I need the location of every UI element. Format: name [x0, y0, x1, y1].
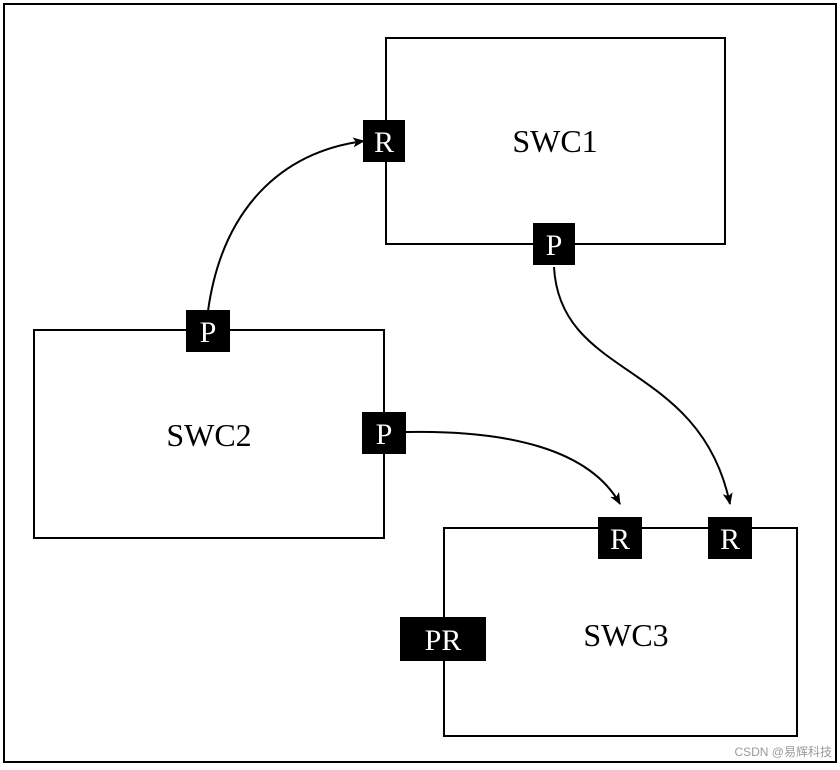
port-swc2-p-right-box [362, 412, 406, 454]
swc1-label: SWC1 [512, 123, 597, 159]
port-swc1-p-label: P [546, 229, 563, 262]
port-swc3-pr-label: PR [425, 624, 462, 657]
port-swc3-r-left-box [598, 517, 642, 559]
port-swc3-r-left-label: R [610, 523, 630, 556]
swc3-label: SWC3 [583, 617, 668, 653]
swc2-label: SWC2 [166, 417, 251, 453]
connector-swc2-to-swc3 [405, 430, 621, 505]
connector-swc1-to-swc3 [553, 266, 733, 505]
port-swc2-p-top-box [186, 310, 230, 352]
outer-frame [3, 3, 837, 763]
port-swc1-r-label: R [374, 126, 394, 159]
watermark-text: CSDN @易辉科技 [734, 745, 832, 759]
port-swc1-p-box [533, 223, 575, 265]
port-swc2-p-right-label: P [376, 418, 393, 451]
port-swc3-r-right-box [708, 517, 752, 559]
port-swc2-p-top-label: P [200, 316, 217, 349]
port-swc1-r: R [363, 120, 405, 162]
port-swc3-r-right: R [708, 517, 752, 559]
component-swc3: SWC3 [443, 527, 798, 737]
port-swc3-r-left: R [598, 517, 642, 559]
port-swc3-pr-box [400, 617, 486, 661]
port-swc2-p-right: P [362, 412, 406, 454]
port-swc1-p: P [533, 223, 575, 265]
port-swc2-p-top: P [186, 310, 230, 352]
port-swc3-pr: PR [400, 617, 486, 661]
port-swc1-r-box [363, 120, 405, 162]
component-swc2: SWC2 [33, 329, 385, 539]
component-swc1: SWC1 [385, 37, 726, 245]
connector-swc2-to-swc1 [207, 137, 365, 312]
port-swc3-r-right-label: R [720, 523, 740, 556]
